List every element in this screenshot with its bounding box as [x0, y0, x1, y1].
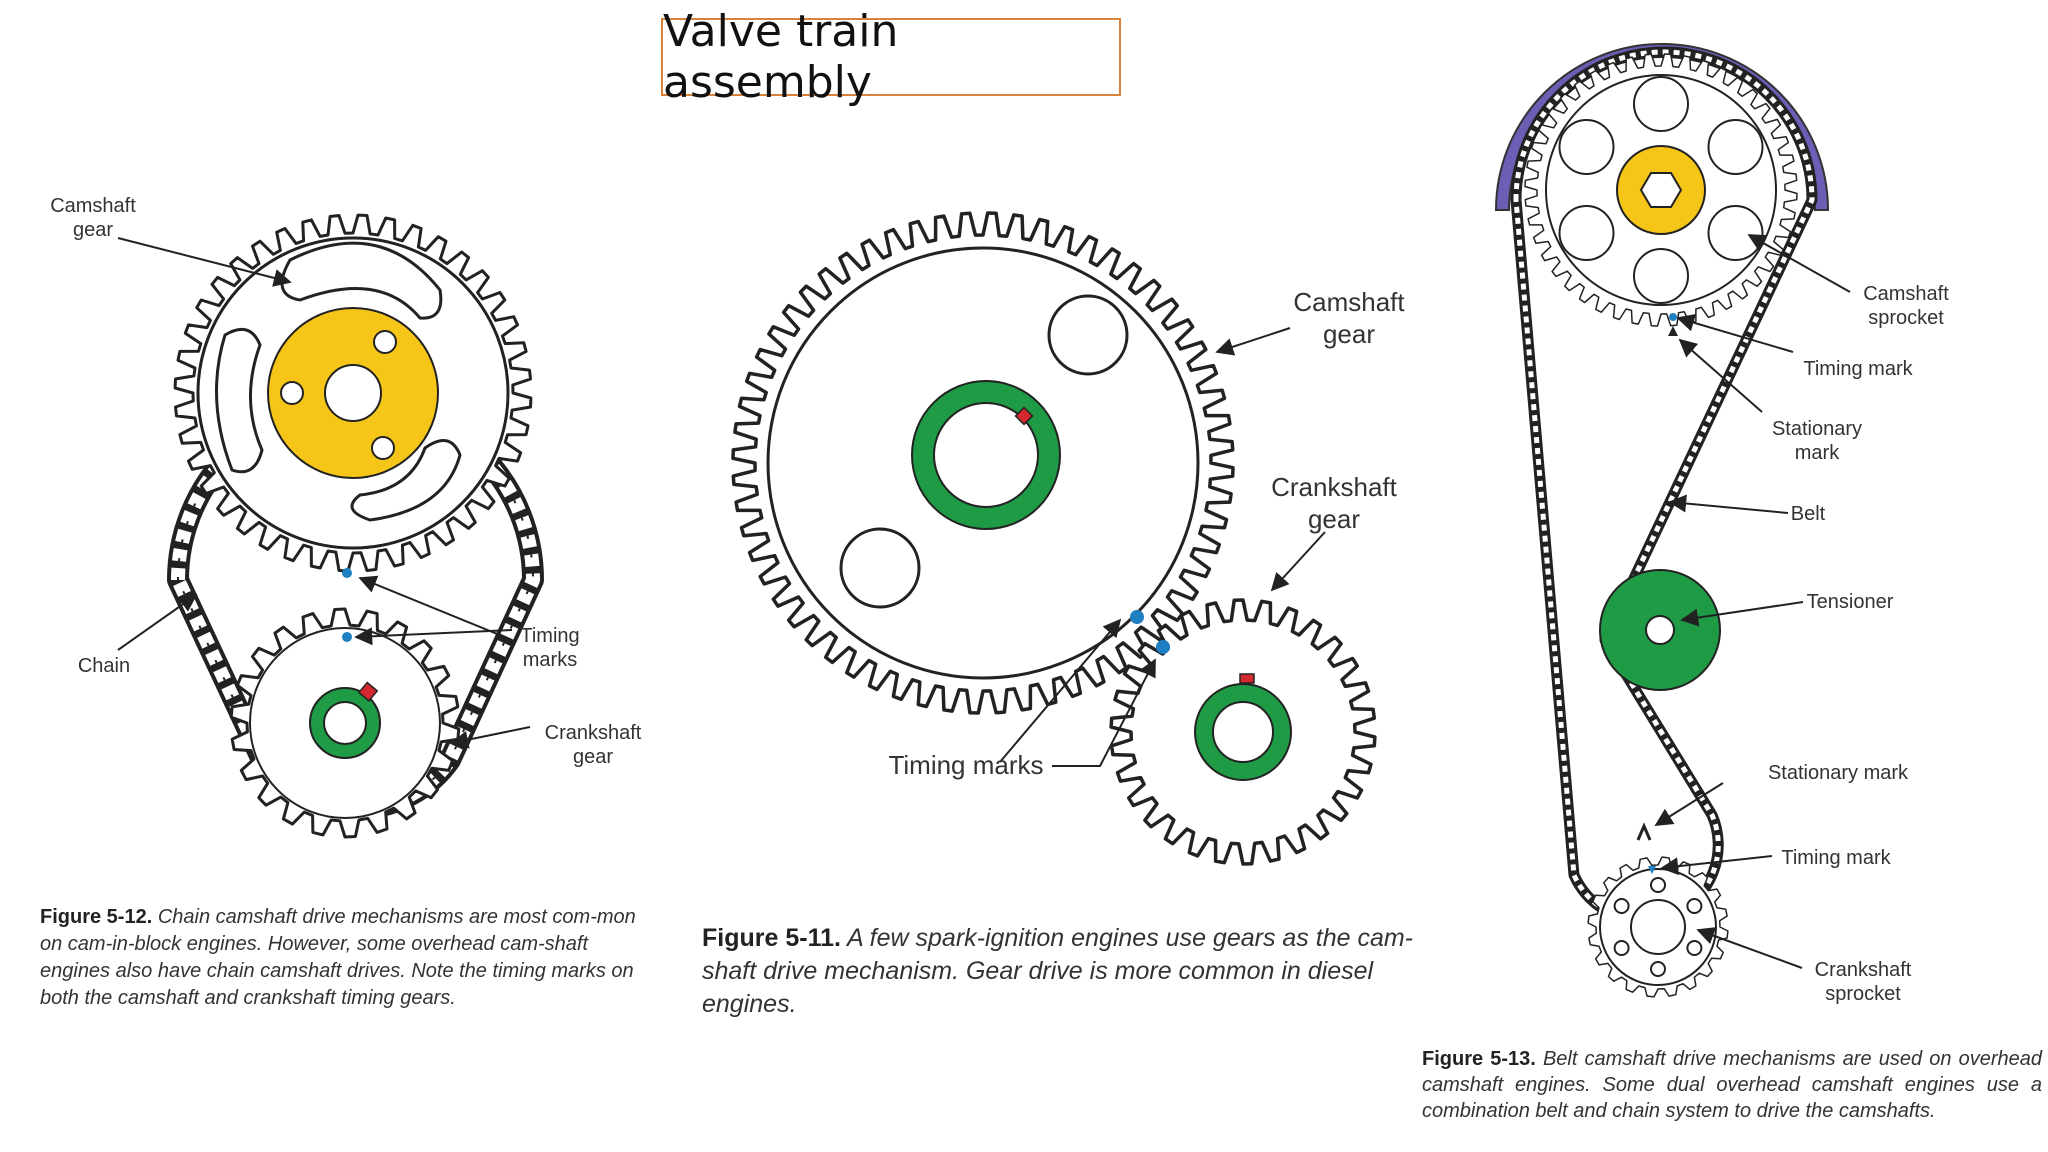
sprocket-hole: [1686, 940, 1703, 956]
label-timing-marks: marks: [523, 649, 577, 671]
label-crankshaft-sprocket: sprocket: [1825, 983, 1901, 1005]
figure-11-caption: Figure 5-11. A few spark-ignition engine…: [702, 922, 1462, 1021]
sprocket-hole: [1558, 119, 1615, 175]
camshaft-sprocket-holes: [1558, 76, 1764, 304]
caption-figure-number: Figure 5-11.: [702, 924, 841, 952]
label-camshaft-sprocket: sprocket: [1868, 307, 1944, 329]
gear-lightening-hole: [1047, 294, 1129, 376]
stationary-mark-top: [1668, 326, 1678, 336]
caption-text: Chain camshaft drive mechanisms are most…: [40, 906, 636, 1009]
label-crankshaft-gear: Crankshaft: [545, 722, 642, 744]
sprocket-hole: [1613, 940, 1630, 956]
caption-text: Belt camshaft drive mechanisms are used …: [1422, 1048, 2042, 1122]
timing-mark-cam: [1669, 313, 1677, 321]
sprocket-hole: [1650, 961, 1666, 977]
sprocket-hole: [1650, 877, 1666, 893]
figure-13-caption: Figure 5-13. Belt camshaft drive mechani…: [1422, 1046, 2042, 1124]
label-camshaft-sprocket: Camshaft: [1863, 283, 1949, 305]
label-crankshaft-sprocket: Crankshaft: [1815, 959, 1912, 981]
label-crankshaft-gear: Crankshaft: [1271, 472, 1397, 502]
stationary-mark-bottom: [1636, 822, 1652, 841]
sprocket-hole: [1707, 205, 1764, 261]
sprocket-hole: [1633, 76, 1689, 132]
sprocket-hole: [1633, 248, 1689, 304]
timing-mark-crank: [1156, 640, 1170, 654]
label-camshaft-gear: Camshaft: [1293, 287, 1405, 317]
sprocket-hole: [1613, 898, 1630, 914]
label-crankshaft-gear: gear: [573, 746, 613, 768]
label-timing-marks: Timing: [520, 625, 579, 647]
sprocket-hole: [1707, 119, 1764, 175]
gear-lightening-hole: [839, 527, 921, 609]
label-stationary-mark-bottom: Stationary mark: [1768, 762, 1909, 784]
camshaft-gear-slot: [280, 241, 443, 320]
caption-figure-number: Figure 5-12.: [40, 906, 153, 928]
crankshaft-key: [1239, 673, 1255, 684]
timing-mark-crank: [1648, 866, 1656, 874]
label-tensioner: Tensioner: [1807, 591, 1894, 613]
timing-mark-cam: [1130, 610, 1144, 624]
label-camshaft-gear: gear: [73, 219, 113, 241]
figure-11-gear-drive: Camshaft gear Crankshaft gear Timing mar…: [731, 211, 1405, 866]
timing-mark-cam: [342, 568, 352, 578]
label-chain: Chain: [78, 655, 130, 677]
label-timing-marks: Timing marks: [888, 750, 1043, 780]
camshaft-gear-slot: [214, 327, 264, 474]
sprocket-hole: [1558, 205, 1615, 261]
figure-12-chain-drive: Camshaft gear Chain Timing marks Cranksh…: [50, 195, 642, 839]
figure-12-caption: Figure 5-12. Chain camshaft drive mechan…: [40, 904, 650, 1012]
crankshaft-key: [357, 681, 379, 702]
caption-figure-number: Figure 5-13.: [1422, 1048, 1536, 1070]
page-title: Valve train assembly: [661, 6, 1121, 108]
figure-13-belt-drive: Camshaft sprocket Timing mark Stationary…: [1494, 43, 1949, 1005]
label-crankshaft-gear: gear: [1308, 504, 1360, 534]
label-timing-mark-top: Timing mark: [1803, 358, 1913, 380]
sprocket-hole: [1686, 898, 1703, 914]
label-belt: Belt: [1791, 503, 1826, 525]
label-stationary-mark-top: Stationary: [1772, 418, 1862, 440]
label-stationary-mark-top: mark: [1795, 442, 1840, 464]
label-timing-mark-bottom: Timing mark: [1781, 847, 1891, 869]
label-camshaft-gear: Camshaft: [50, 195, 136, 217]
caption-text: A few spark-ignition engines use gears a…: [702, 924, 1413, 1018]
camshaft-gear-slot: [350, 439, 462, 522]
label-camshaft-gear: gear: [1323, 319, 1375, 349]
camshaft-key: [1014, 406, 1034, 426]
timing-mark-crank: [342, 632, 352, 642]
crankshaft-sprocket-holes: [1613, 877, 1703, 977]
